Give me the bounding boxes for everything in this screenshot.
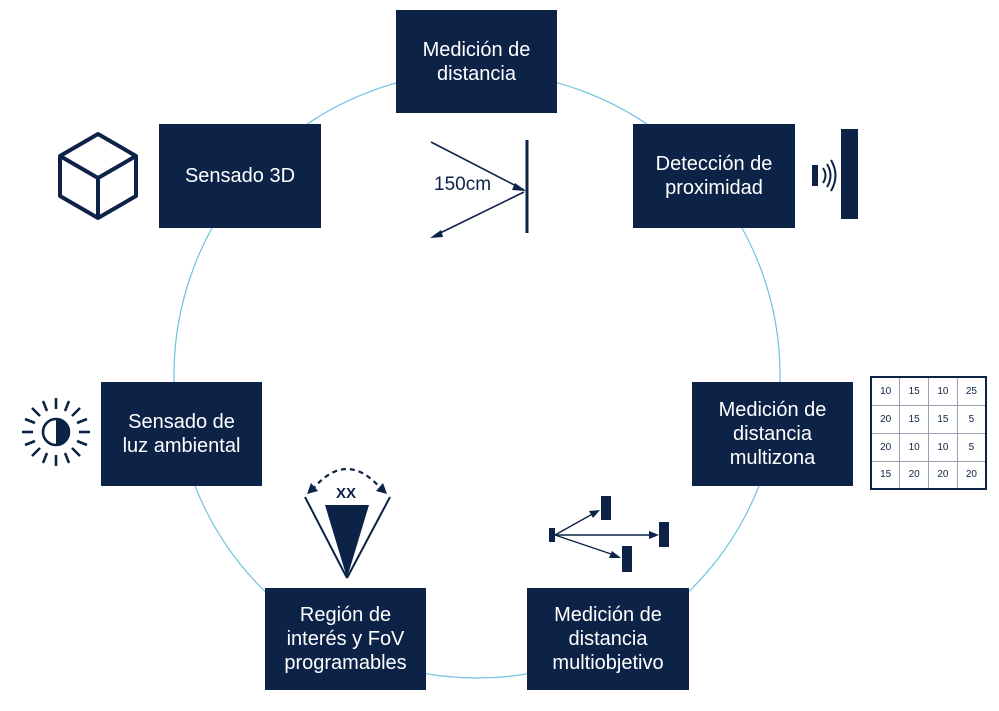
cube-3d-icon: [58, 132, 138, 220]
zone-row: 10 15 10 25: [870, 376, 987, 406]
node-multitarget: Medición de distancia multiobjetivo: [527, 588, 689, 690]
roi-label: XX: [336, 485, 356, 502]
node-multizone: Medición de distancia multizona: [692, 382, 853, 486]
zone-cell: 5: [956, 432, 987, 462]
zone-cell: 20: [956, 460, 987, 490]
zone-cell: 15: [899, 376, 929, 406]
multitarget-arrows-icon: [549, 496, 669, 572]
zone-cell: 15: [870, 460, 901, 490]
node-roi: Región de interés y FoV programables: [265, 588, 426, 690]
zone-cell: 20: [899, 460, 929, 490]
zone-row: 15 20 20 20: [870, 460, 987, 490]
proximity-wave-icon: [812, 129, 858, 219]
zone-cell: 25: [956, 376, 987, 406]
node-ambient: Sensado de luz ambiental: [101, 382, 262, 486]
node-proximity: Detección de proximidad: [633, 124, 795, 228]
zone-cell: 10: [928, 376, 958, 406]
zone-cell: 10: [870, 376, 901, 406]
zone-cell: 10: [928, 432, 958, 462]
zone-row: 20 15 15 5: [870, 404, 987, 434]
zone-cell: 10: [899, 432, 929, 462]
zone-cell: 5: [956, 404, 987, 434]
zone-grid-table: 10 15 10 25 20 15 15 5 20 10 10 5 15 20 …: [870, 376, 987, 490]
node-3d-sensing: Sensado 3D: [159, 124, 321, 228]
zone-cell: 20: [928, 460, 958, 490]
zone-cell: 20: [870, 404, 901, 434]
roi-fov-icon: [304, 467, 391, 579]
distance-label: 150cm: [434, 174, 492, 195]
zone-cell: 20: [870, 432, 901, 462]
node-distance: Medición de distancia: [396, 10, 557, 113]
ambient-light-sun-icon: [22, 398, 90, 466]
distance-reflection-icon: [430, 140, 529, 238]
zone-row: 20 10 10 5: [870, 432, 987, 462]
zone-cell: 15: [928, 404, 958, 434]
zone-cell: 15: [899, 404, 929, 434]
